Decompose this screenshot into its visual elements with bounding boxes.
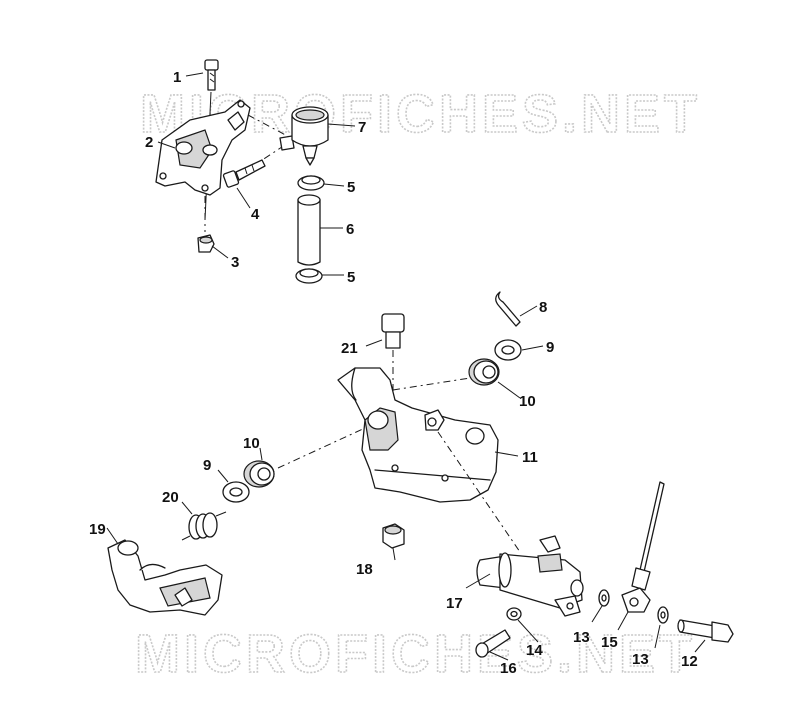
callout-6: 6 — [346, 221, 354, 238]
callout-21: 21 — [341, 340, 358, 357]
callout-16: 16 — [500, 660, 517, 677]
callout-9-right: 9 — [546, 339, 554, 356]
part-6-hose — [297, 194, 321, 266]
callout-labels: 1 2 3 4 5 5 6 7 8 9 9 10 10 11 12 13 13 … — [89, 69, 698, 677]
part-14-washer — [506, 607, 522, 621]
part-12-bolt — [677, 619, 734, 643]
callout-13-right: 13 — [632, 651, 649, 668]
callout-19: 19 — [89, 521, 106, 538]
part-11-main-bracket — [337, 367, 499, 503]
callout-12: 12 — [681, 653, 698, 670]
callout-17: 17 — [446, 595, 463, 612]
callout-3: 3 — [231, 254, 239, 271]
part-13-washer-right — [657, 606, 669, 624]
part-9-washer-left — [222, 481, 250, 503]
part-13-washer-left — [598, 589, 610, 607]
assembly-line — [392, 377, 471, 391]
callout-15: 15 — [601, 634, 618, 651]
watermark-bottom: MICROFICHES.NET — [135, 624, 696, 684]
part-16-pin — [475, 629, 511, 658]
part-17-master-cylinder — [476, 535, 584, 617]
assembly-line — [437, 431, 521, 553]
part-3-nut — [197, 234, 215, 253]
part-10-bushing-right — [468, 358, 500, 386]
callout-4: 4 — [251, 206, 260, 223]
callout-11: 11 — [522, 449, 538, 466]
callout-9-left: 9 — [203, 457, 211, 474]
callout-5-lower: 5 — [347, 269, 355, 286]
callout-1: 1 — [173, 69, 181, 86]
callout-10-right: 10 — [519, 393, 536, 410]
part-5-clamp-lower — [295, 268, 323, 284]
part-21-bolt — [381, 313, 405, 349]
part-2-bracket — [155, 99, 251, 196]
callout-2: 2 — [145, 134, 153, 151]
part-8-cotter-pin — [495, 291, 521, 327]
part-1-bolt — [204, 59, 219, 91]
callout-8: 8 — [539, 299, 547, 316]
part-15-clevis-rod — [621, 481, 665, 613]
part-10-bushing-left — [243, 460, 275, 488]
part-7-reservoir — [279, 106, 329, 166]
callout-7: 7 — [358, 119, 366, 136]
part-5-clamp-upper — [297, 175, 325, 191]
part-9-washer-right — [494, 339, 522, 361]
callout-13-left: 13 — [573, 629, 590, 646]
callout-5-upper: 5 — [347, 179, 355, 196]
assembly-line — [277, 427, 366, 469]
part-19-pedal-arm — [107, 539, 223, 616]
callout-10-left: 10 — [243, 435, 260, 452]
callout-14: 14 — [526, 642, 543, 659]
part-4-bolt — [222, 159, 266, 188]
callout-18: 18 — [356, 561, 373, 578]
part-18-nut — [382, 523, 405, 549]
leader-lines — [106, 72, 706, 661]
callout-20: 20 — [162, 489, 179, 506]
part-20-spring — [181, 511, 227, 541]
